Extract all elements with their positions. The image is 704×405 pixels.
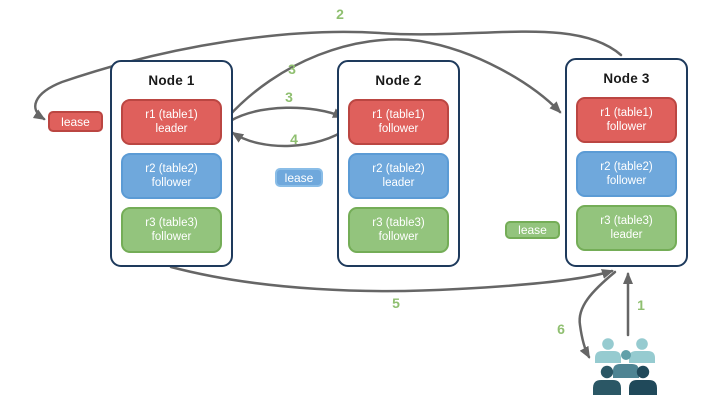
user-back-right-icon [629,338,655,363]
step-label-1: 1 [637,297,645,313]
replica-label: r2 (table2) [372,162,425,175]
replica-r2-node2: r2 (table2) leader [348,153,449,199]
replica-r3-node2: r3 (table3) follower [348,207,449,253]
replica-role: follower [378,123,419,135]
node-2-replicas: r1 (table1) follower r2 (table2) leader … [348,99,449,253]
user-back-left-icon [595,338,621,363]
replica-role: leader [155,123,188,135]
replica-r1-node1: r1 (table1) leader [121,99,222,145]
replica-role: leader [382,177,415,189]
replica-label: r1 (table1) [145,108,198,121]
step-label-6: 6 [557,321,565,337]
step-label-5: 5 [392,295,400,311]
node-2-title: Node 2 [375,73,422,88]
replica-role: leader [610,229,643,241]
replica-r3-node1: r3 (table3) follower [121,207,222,253]
node-3-title: Node 3 [603,71,650,86]
user-middle-icon [613,350,639,378]
replica-role: follower [378,231,419,243]
replica-label: r3 (table3) [145,216,198,229]
user-front-right-icon [629,365,657,395]
replica-label: r1 (table1) [600,106,653,119]
replica-label: r3 (table3) [600,214,653,227]
replica-role: follower [151,177,192,189]
step-label-4: 4 [290,131,298,147]
node-3-replicas: r1 (table1) follower r2 (table2) followe… [576,97,677,251]
replica-label: r3 (table3) [372,216,425,229]
lease-badge-r1: lease [48,111,103,132]
replica-r3-node3: r3 (table3) leader [576,205,677,251]
user-front-left-icon [593,365,621,395]
step-label-3a: 3 [288,61,296,77]
replica-label: r2 (table2) [145,162,198,175]
lease-badge-r3: lease [505,221,560,239]
replica-r2-node1: r2 (table2) follower [121,153,222,199]
node-1-title: Node 1 [148,73,195,88]
replica-role: follower [606,175,647,187]
node-1: Node 1 r1 (table1) leader r2 (table2) fo… [110,60,233,267]
step-label-3b: 3 [285,89,293,105]
replica-label: r2 (table2) [600,160,653,173]
node-2: Node 2 r1 (table1) follower r2 (table2) … [337,60,460,267]
node-1-replicas: r1 (table1) leader r2 (table2) follower … [121,99,222,253]
replica-r1-node2: r1 (table1) follower [348,99,449,145]
replica-role: follower [606,121,647,133]
lease-badge-r2: lease [275,168,323,187]
replica-r1-node3: r1 (table1) follower [576,97,677,143]
arrow-step-6-respond-to-client [578,270,617,359]
replica-role: follower [151,231,192,243]
replica-label: r1 (table1) [372,108,425,121]
arrow-step-3-replicate-to-node2 [228,106,345,123]
arrow-step-5-respond-to-gateway [169,265,614,293]
step-label-2: 2 [336,6,344,22]
node-3: Node 3 r1 (table1) follower r2 (table2) … [565,58,688,267]
replica-r2-node3: r2 (table2) follower [576,151,677,197]
